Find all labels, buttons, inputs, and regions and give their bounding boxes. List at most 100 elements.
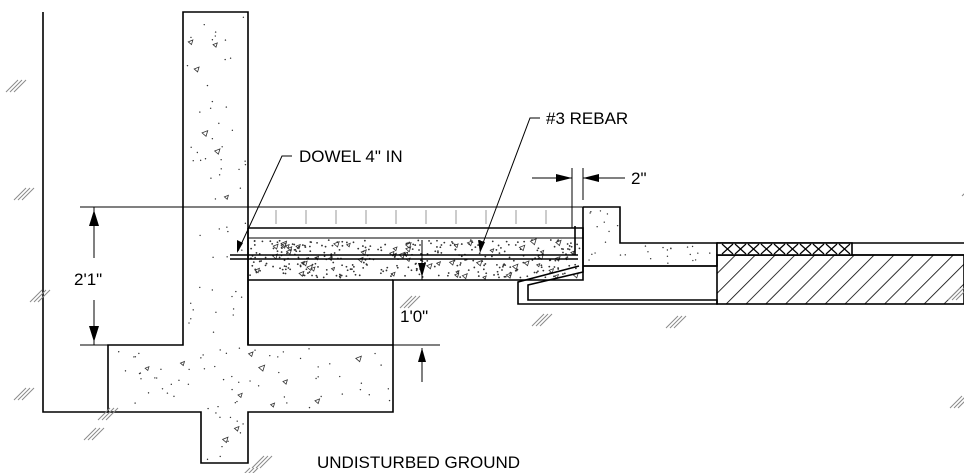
speckle-dot [522, 261, 525, 264]
speckle-dot [296, 263, 299, 266]
aggregate-mark [201, 129, 209, 137]
aggregate-mark [314, 398, 321, 405]
speckle-dot [562, 273, 564, 275]
speckle-dot [280, 251, 283, 253]
speckle-dot [211, 39, 214, 41]
speckle-dot [608, 230, 610, 233]
speckle-dot [426, 259, 429, 262]
speckle-dot [507, 243, 510, 246]
speckle-dot [410, 269, 413, 272]
speckle-dot [190, 36, 192, 39]
speckle-dot [670, 247, 672, 250]
speckle-dot [226, 256, 228, 258]
aggregate-mark [461, 273, 468, 280]
speckle-dot [297, 256, 300, 259]
speckle-dot [196, 151, 199, 154]
aggregate-mark [179, 360, 186, 367]
speckle-dot [317, 376, 319, 378]
gap-label: 2" [631, 169, 647, 188]
speckle-dot [691, 245, 694, 248]
speckle-dot [340, 274, 343, 277]
speckle-dot [222, 378, 225, 381]
speckle-dot [118, 351, 120, 353]
speckle-dot [218, 228, 220, 230]
aggregate-mark [475, 259, 483, 267]
earth-hatch-mark [248, 467, 255, 473]
speckle-dot [354, 273, 357, 276]
speckle-dot [497, 244, 500, 247]
speckle-dot [544, 276, 547, 279]
speckle-dot [276, 250, 279, 253]
speckle-dot [616, 224, 619, 227]
speckle-dot [568, 248, 571, 251]
speckle-dot [236, 420, 238, 422]
speckle-dot [500, 247, 502, 249]
speckle-dot [250, 247, 253, 250]
speckle-dot [361, 245, 364, 247]
aggregate-mark [355, 355, 362, 363]
arrow-down-icon [89, 326, 99, 342]
aggregate-mark [257, 364, 266, 372]
speckle-dot [451, 242, 454, 245]
speckle-dot [227, 230, 229, 233]
earth-hatch-mark [957, 401, 964, 409]
speckle-dot [468, 243, 471, 246]
earth-hatch-mark [105, 407, 119, 421]
speckle-dot [295, 250, 298, 253]
speckle-dot [508, 256, 511, 259]
speckle-dot [322, 276, 325, 279]
speckle-dot [554, 259, 557, 262]
speckle-dot [568, 264, 571, 267]
cross-hatch-line [773, 243, 786, 255]
speckle-dot [467, 269, 470, 271]
speckle-dot [363, 239, 366, 242]
speckle-dot [662, 246, 664, 249]
speckle-dot [293, 248, 296, 251]
speckle-dot [303, 244, 306, 247]
speckle-dot [190, 302, 192, 304]
earth-hatch-mark [539, 313, 553, 327]
speckle-dot [206, 84, 209, 87]
aggregate-mark [300, 260, 306, 266]
speckle-dot [484, 255, 487, 258]
speckle-dot [154, 377, 156, 379]
earth-hatch-mark [13, 79, 27, 93]
speckle-dot [596, 225, 598, 228]
speckle-dot [440, 244, 443, 246]
speckle-dot [261, 240, 264, 243]
speckle-dot [498, 266, 501, 269]
dowel-leader [237, 155, 292, 252]
speckle-dot [202, 354, 204, 356]
speckle-dot [478, 252, 481, 255]
curb-block [583, 206, 718, 267]
earth-hatch-mark [21, 187, 35, 201]
earth-hatch-mark [403, 295, 417, 309]
speckle-dot [474, 246, 477, 248]
aggregate-mark [310, 266, 316, 272]
speckle-dot [301, 244, 304, 246]
speckle-dot [566, 256, 569, 258]
earth-hatch-mark [665, 315, 679, 329]
speckle-dot [134, 356, 137, 358]
speckle-dot [440, 252, 443, 254]
speckle-dot [594, 252, 596, 254]
speckle-dot [284, 268, 287, 271]
speckle-dot [560, 247, 563, 250]
speckle-dot [316, 241, 318, 244]
speckle-dot [498, 276, 500, 279]
earth-hatch-mark [251, 455, 265, 469]
aggregate-mark [535, 262, 541, 268]
speckle-dot [396, 264, 398, 267]
speckle-dot [289, 249, 292, 252]
earth-hatch-mark [244, 467, 251, 473]
speckle-dot [242, 16, 245, 18]
speckle-dot [215, 311, 217, 314]
speckle-dot [219, 416, 221, 419]
earth-hatch-mark [5, 79, 19, 93]
speckle-dot [380, 364, 382, 366]
speckle-dot [575, 267, 577, 270]
speckle-dot [188, 368, 190, 371]
speckle-dot [234, 402, 237, 404]
speckle-dot [369, 245, 372, 248]
speckle-dot [257, 385, 260, 387]
